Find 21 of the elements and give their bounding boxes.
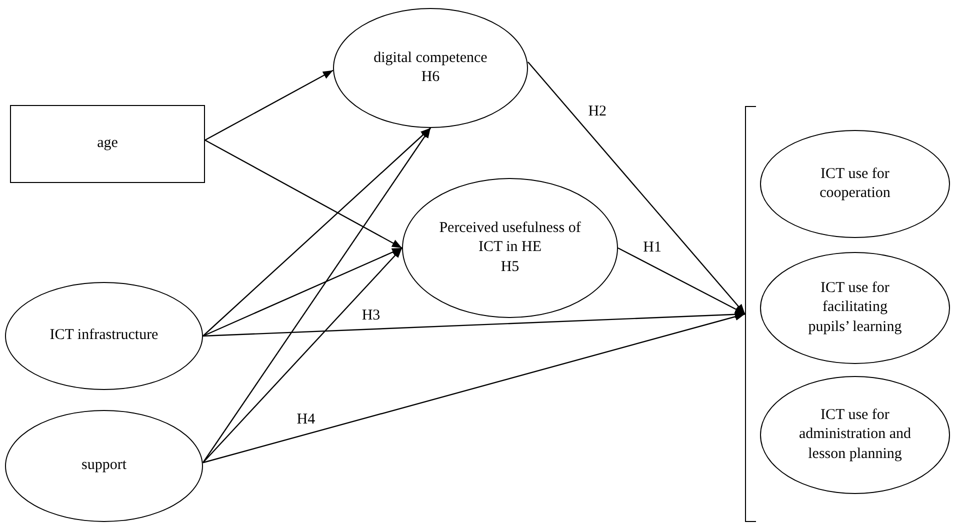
node-label: H5 xyxy=(500,258,520,277)
arrow xyxy=(202,312,746,464)
node-label: support xyxy=(82,456,126,476)
arrow xyxy=(618,247,746,315)
arrow xyxy=(204,140,402,249)
arrow xyxy=(202,248,402,464)
node-label: ICT use for facilitating pupils’ learning xyxy=(807,278,903,337)
node-label: age xyxy=(97,134,118,154)
arrow xyxy=(202,310,746,337)
node-label: digital competence xyxy=(374,48,488,68)
node-label: ICT use for administration and lesson planning xyxy=(798,406,912,464)
node-label: ICT use for cooperation xyxy=(818,164,892,203)
node-label: H6 xyxy=(421,68,440,87)
arrow xyxy=(202,247,402,337)
arrow xyxy=(204,70,334,141)
arrow xyxy=(202,128,431,336)
arrow xyxy=(202,128,431,463)
arrow xyxy=(528,62,746,314)
node-label: Perceived usefulness of ICT in HE xyxy=(438,218,582,258)
node-label: ICT infrastructure xyxy=(50,326,158,346)
variable-box xyxy=(10,105,205,183)
